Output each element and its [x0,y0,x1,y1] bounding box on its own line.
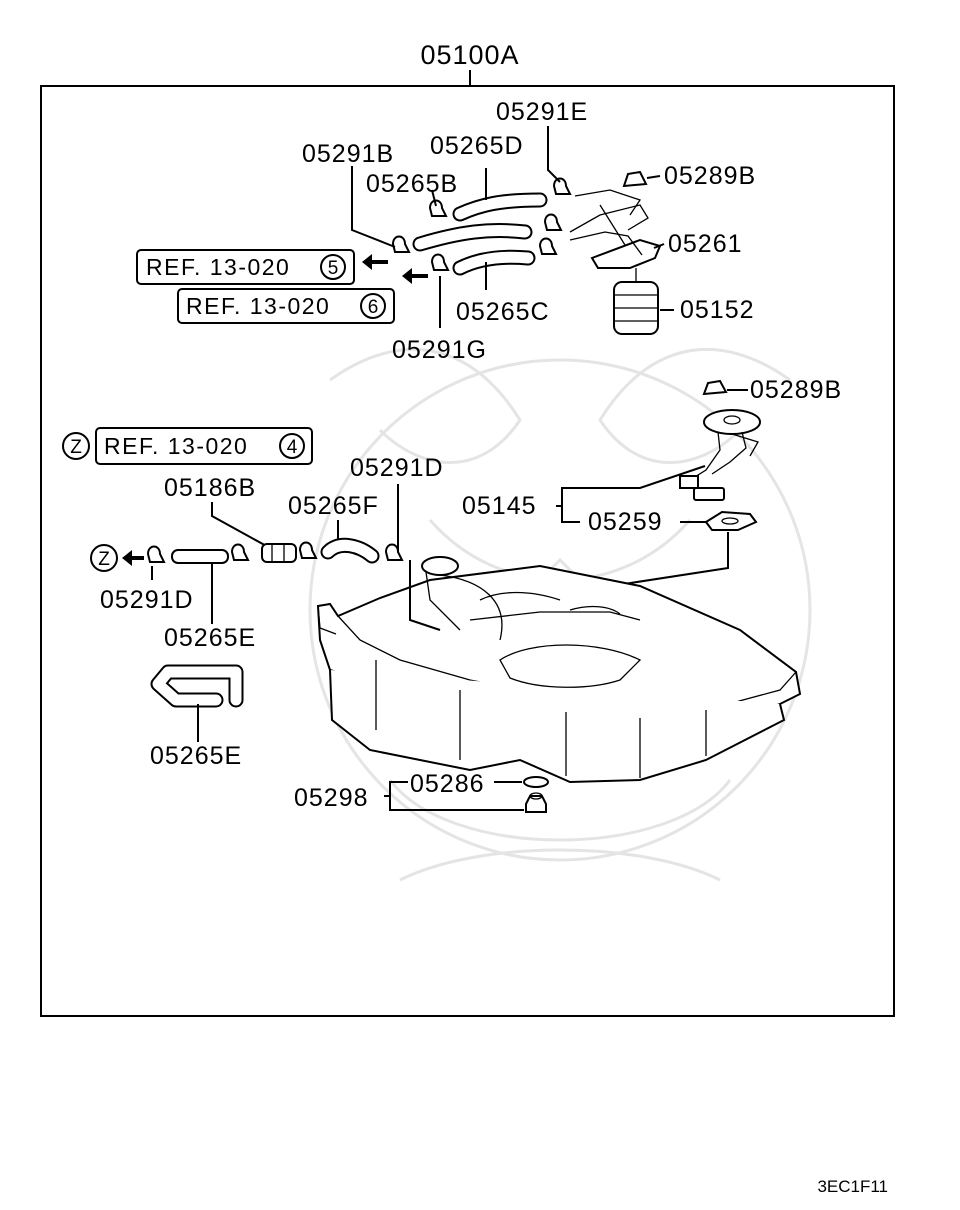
hose-05265C [452,249,536,276]
grommet-05289B [622,170,648,188]
hose-05265D [452,192,548,222]
hose-05265B [412,223,533,252]
pump-bracket-05261 [569,189,662,269]
drain-plug-05298 [525,792,547,813]
label-05298: 05298 [294,784,369,812]
ref-box-6[interactable]: REF. 13-020 6 [177,288,395,324]
ref-4-text: REF. 13-020 [104,433,248,459]
ref-5-number: 5 [328,258,339,279]
label-05286: 05286 [410,770,485,798]
ref-4-number: 4 [287,437,298,458]
label-05291D-top: 05291D [350,454,444,482]
fuel-pump-05152 [613,268,659,335]
ref-box-4[interactable]: REF. 13-020 4 [95,427,313,465]
label-05265B: 05265B [366,170,458,198]
clip-icon [384,543,404,561]
label-05265D: 05265D [430,132,524,160]
label-05289B-mid: 05289B [750,376,842,404]
label-05152: 05152 [680,296,755,324]
label-05261: 05261 [668,230,743,258]
z-marker-left-text: Z [98,549,110,570]
label-05265E-bottom: 05265E [150,742,242,770]
arrow-left-icon [122,550,144,566]
arrow-left-icon [362,254,388,270]
arrow-left-icon [402,268,428,284]
clip-icon [538,237,558,255]
clip-icon [230,543,250,561]
clip-icon [391,235,411,253]
clip-icon [543,213,563,231]
label-05145: 05145 [462,492,537,520]
label-05289B-top: 05289B [664,162,756,190]
gasket-05286 [523,776,549,788]
gasket-05259 [704,510,758,531]
label-05291B: 05291B [302,140,394,168]
z-marker-ref: Z [62,432,90,460]
hose-05265F [320,537,380,564]
label-05291E: 05291E [496,98,588,126]
filter-05186B [261,543,297,563]
ref-box-5[interactable]: REF. 13-020 5 [136,249,355,285]
fuel-tank [316,556,802,784]
z-marker-left: Z [90,544,118,572]
label-05291G: 05291G [392,336,487,364]
label-05259: 05259 [588,508,663,536]
diagram-code: 3EC1F11 [817,1177,888,1196]
label-05265F: 05265F [288,492,379,520]
clip-icon [146,545,166,563]
assembly-frame [40,85,895,1017]
label-05265C: 05265C [456,298,550,326]
label-05265E-top: 05265E [164,624,256,652]
clip-icon [298,541,318,559]
ref-6-text: REF. 13-020 [186,293,330,319]
clip-icon [430,253,450,271]
fuel-gauge-unit-05145 [679,409,761,501]
ref-6-number: 6 [368,297,379,318]
clip-icon [552,177,572,195]
label-05186B: 05186B [164,474,256,502]
grommet-05289B-mid [702,379,728,396]
label-05291D-left: 05291D [100,586,194,614]
hose-05265E-straight [171,549,229,564]
assembly-label: 05100A [420,40,519,70]
z-marker-text: Z [70,437,82,458]
clip-icon [428,199,448,217]
hose-05265E-bent [150,664,244,708]
ref-5-text: REF. 13-020 [146,254,290,280]
